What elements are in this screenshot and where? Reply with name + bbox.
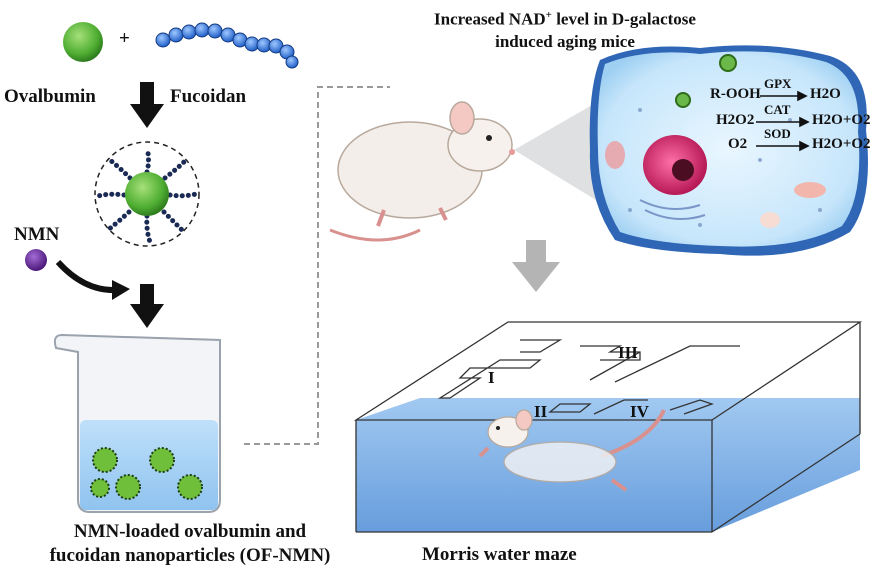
nad-superscript: + (545, 9, 552, 21)
rxn1-right: H2O (810, 86, 841, 102)
beaker-caption-line1: NMN-loaded ovalbumin and (73, 521, 307, 542)
nanoparticle-icon (94, 141, 200, 247)
rxn2-enzyme: CAT (764, 102, 791, 117)
ovalbumin-label: Ovalbumin (4, 86, 96, 107)
top-title-line2: induced aging mice (495, 31, 635, 51)
ovalbumin-sphere-icon (63, 22, 103, 62)
quadrant-label-3: III (618, 343, 638, 362)
plus-sign: + (119, 28, 130, 49)
quadrant-label-4: IV (630, 402, 649, 421)
down-arrow-icon (512, 240, 560, 292)
maze-caption: Morris water maze (422, 544, 577, 565)
rxn3-left: O2 (728, 136, 748, 152)
beaker-caption-line2: fucoidan nanoparticles (OF-NMN) (49, 545, 331, 566)
nmn-molecule-icon (25, 249, 47, 271)
swimming-mouse-icon (478, 409, 666, 492)
nmn-label: NMN (14, 224, 60, 245)
mouse-icon (329, 101, 515, 242)
top-title: Increased NAD+ level in D-galactose indu… (400, 4, 730, 53)
rxn3-right: H2O+O2 (812, 136, 871, 152)
down-arrow-icon (130, 284, 164, 328)
rxn2-left: H2O2 (716, 112, 755, 128)
fucoidan-label: Fucoidan (170, 86, 247, 107)
reaction-arrows (756, 90, 810, 152)
fucoidan-chain-icon (155, 22, 299, 69)
water-maze-icon (353, 321, 863, 533)
rxn1-left: R-OOH (710, 86, 761, 102)
top-title-line1: Increased NAD+ level in D-galactose (434, 9, 696, 29)
rxn3-enzyme: SOD (764, 126, 791, 141)
down-arrow-icon (130, 82, 164, 128)
curved-arrow-icon (55, 259, 119, 294)
rxn2-right: H2O+O2 (812, 112, 871, 128)
rxn1-enzyme: GPX (764, 76, 792, 91)
quadrant-label-2: II (534, 402, 548, 421)
beaker-caption: NMN-loaded ovalbumin and fucoidan nanopa… (0, 520, 380, 568)
beaker-icon (53, 333, 221, 513)
quadrant-label-1: I (488, 368, 495, 387)
nanoparticle-icon (90, 447, 203, 500)
dashed-connector (244, 86, 390, 445)
